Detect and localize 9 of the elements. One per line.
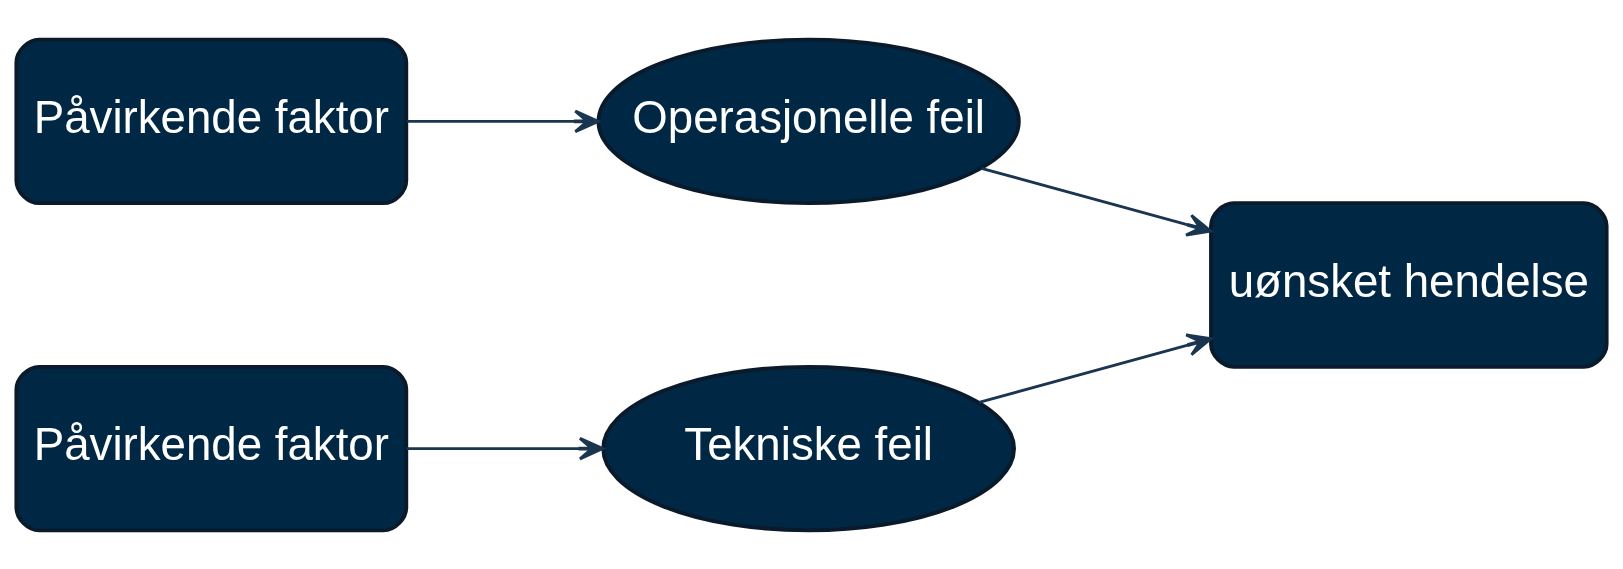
node-box: uønsket hendelse [1209,200,1609,369]
node-ellipse: Operasjonelle feil [596,37,1021,205]
node-ellipse: Tekniske feil [601,364,1016,532]
arrow [406,436,605,460]
arrow [978,332,1213,404]
arrow [981,166,1213,236]
node-box: Påvirkende faktor [14,37,409,205]
arrow [406,109,600,133]
node-box: Påvirkende faktor [14,364,409,532]
